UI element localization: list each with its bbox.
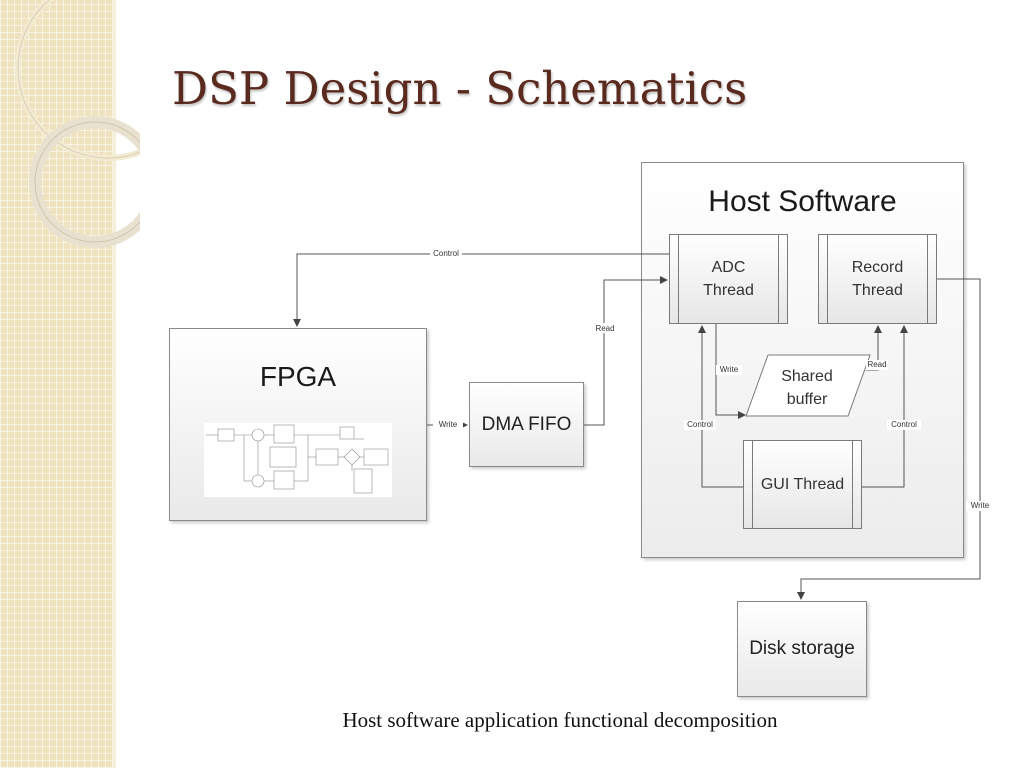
fpga-box: FPGA [169, 328, 427, 521]
dma-fifo-box: DMA FIFO [469, 382, 584, 467]
gui-thread-box: GUI Thread [743, 440, 862, 529]
record-thread-line1: Record [851, 259, 904, 276]
edge-write-adc-to-buffer [715, 324, 746, 419]
disk-storage-box: Disk storage [737, 601, 867, 697]
edge-write-record-to-disk [797, 278, 981, 600]
adc-thread-line2: Thread [703, 282, 754, 299]
adc-thread-box: ADC Thread [669, 234, 788, 324]
edge-control-gui-to-adc [698, 325, 743, 488]
adc-thread-line1: ADC [711, 259, 746, 276]
sidebar-edge [113, 0, 116, 768]
dma-fifo-label: DMA FIFO [481, 413, 572, 435]
label-control-right: Control [891, 420, 917, 429]
label-read-dma: Read [595, 324, 614, 333]
label-control-top: Control [433, 249, 459, 258]
disk-storage-label: Disk storage [749, 638, 855, 659]
edge-read-dma-to-adc [584, 276, 668, 426]
deco-ring-small-outline [34, 121, 140, 243]
record-thread-line2: Thread [852, 282, 903, 299]
shared-buffer-shape: Shared buffer [745, 354, 871, 417]
edge-control-adc-to-fpga [293, 253, 669, 327]
host-software-title: Host Software [708, 185, 897, 218]
label-write-shared: Write [720, 365, 739, 374]
shared-buffer-line1: Shared [781, 368, 833, 385]
gui-thread-label: GUI Thread [760, 476, 845, 493]
fpga-schematic-thumbnail [204, 423, 392, 497]
fpga-label: FPGA [259, 361, 337, 392]
slide-title: DSP Design - Schematics [172, 62, 748, 115]
shared-buffer-line2: buffer [787, 391, 828, 408]
edge-control-gui-to-record [862, 325, 908, 488]
decorative-circles [15, 0, 140, 248]
label-read-shared: Read [867, 360, 886, 369]
record-thread-box: Record Thread [818, 234, 937, 324]
figure-caption: Host software application functional dec… [342, 708, 778, 732]
label-write-disk: Write [971, 501, 990, 510]
label-write-fpga: Write [439, 420, 458, 429]
deco-ring-large-outline [17, 0, 140, 159]
label-control-left: Control [687, 420, 713, 429]
